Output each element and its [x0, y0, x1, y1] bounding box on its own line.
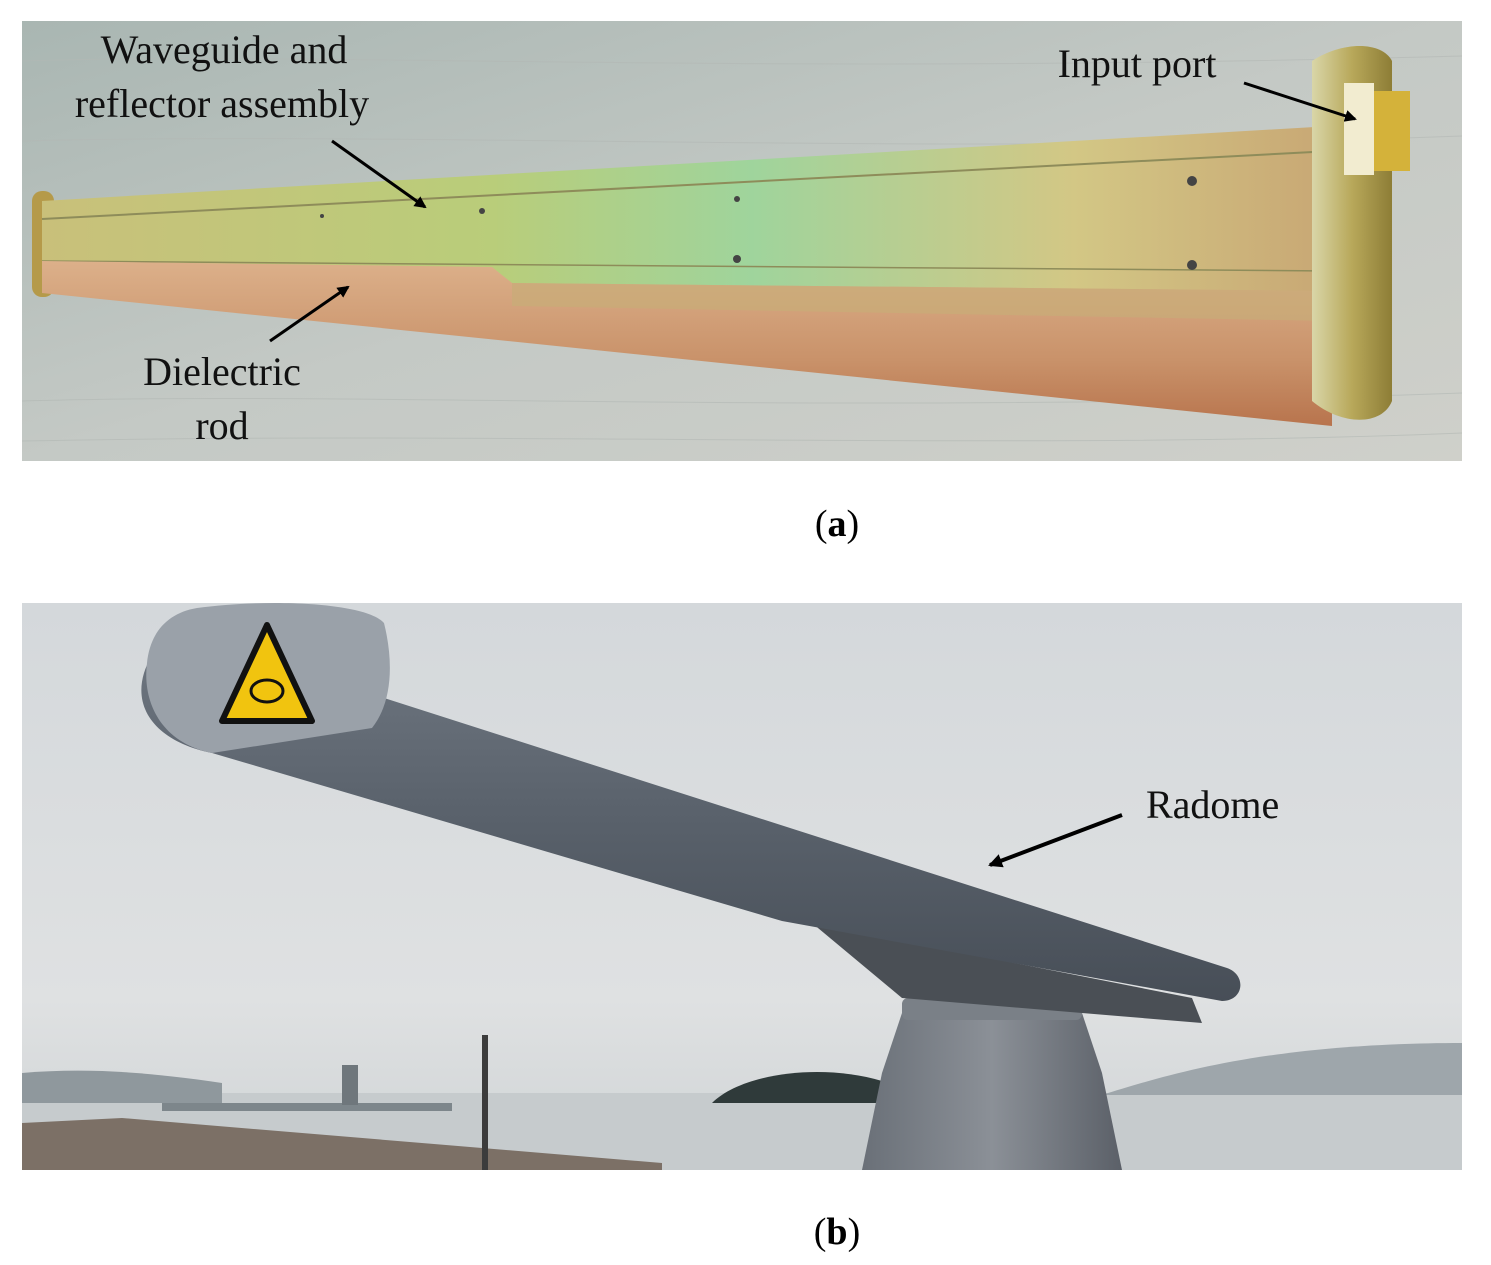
arrow-input-port: [1243, 81, 1357, 122]
mount-bracket: [812, 923, 1202, 1023]
waveguide-seam: [41, 150, 1333, 220]
label-radome: Radome: [1146, 782, 1279, 827]
antenna-assembly-photo: Waveguide and reflector assembly Input p…: [22, 21, 1462, 461]
waveguide-lower-edge: [41, 260, 1333, 272]
light-pole: [482, 1035, 488, 1170]
caption-b-letter: b: [826, 1211, 848, 1253]
island-center: [712, 1072, 902, 1103]
caption-a: (a): [814, 503, 860, 545]
input-port-flange: [1344, 83, 1374, 175]
radome-body: [141, 637, 1241, 1001]
label-waveguide-line1: Waveguide and: [101, 27, 348, 72]
photo-panel-a: Waveguide and reflector assembly Input p…: [22, 21, 1462, 461]
label-waveguide-line2: reflector assembly: [75, 81, 369, 126]
caption-b: (b): [813, 1211, 861, 1253]
label-input-port: Input port: [1058, 41, 1217, 86]
warning-symbol: [249, 678, 285, 704]
warning-sign-icon: [219, 622, 315, 724]
arrow-radome: [988, 813, 1123, 868]
distant-city: [1102, 1043, 1462, 1095]
label-dielectric-line2: rod: [195, 403, 248, 448]
waveguide-body: [42, 126, 1332, 301]
pedestal: [862, 1013, 1122, 1170]
arrow-waveguide: [331, 139, 427, 209]
photo-panel-b: Radome: [22, 603, 1462, 1170]
caption-a-letter: a: [827, 503, 847, 545]
pier-crane: [342, 1065, 358, 1105]
input-port-block: [1374, 91, 1410, 171]
arrow-dielectric: [269, 285, 350, 343]
screws: [320, 176, 1197, 270]
distant-shore: [22, 1070, 222, 1103]
pier: [162, 1103, 452, 1111]
radome-photo: Radome: [22, 603, 1462, 1170]
rod-top-face: [512, 283, 1332, 321]
label-dielectric-line1: Dielectric: [143, 349, 301, 394]
foreground-ground: [22, 1118, 662, 1170]
